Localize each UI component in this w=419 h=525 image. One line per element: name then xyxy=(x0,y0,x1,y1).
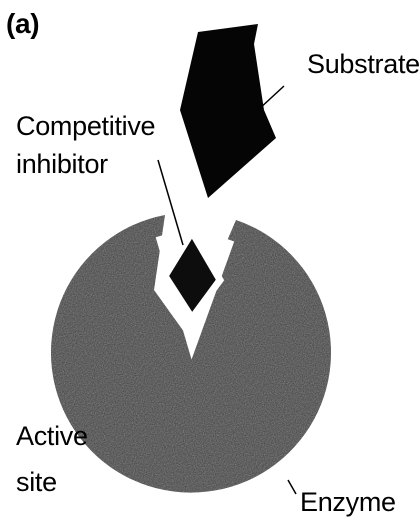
enzyme-label: Enzyme xyxy=(300,486,396,518)
active-site-label-line1: Active xyxy=(16,420,88,452)
competitive-inhibitor-label-line2: inhibitor xyxy=(16,148,108,180)
substrate-shape xyxy=(180,24,276,198)
substrate-label: Substrate xyxy=(307,48,419,80)
panel-label: (a) xyxy=(6,8,39,40)
competitive-inhibitor-label-line1: Competitive xyxy=(16,110,155,142)
active-site-label-line2: site xyxy=(16,466,57,498)
enzyme-leader-line xyxy=(288,480,296,494)
